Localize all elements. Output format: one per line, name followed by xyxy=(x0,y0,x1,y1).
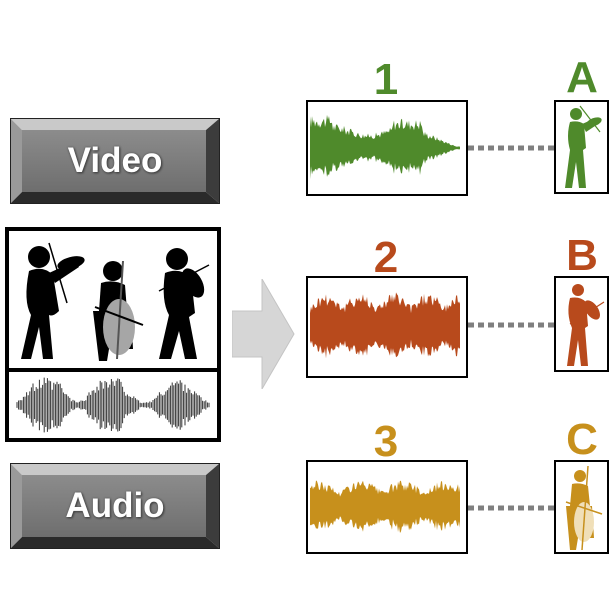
violinist-a-icon xyxy=(565,105,602,188)
source-b-thumbnail xyxy=(554,276,609,372)
source-2-waveform-frame xyxy=(306,276,468,378)
mixture-waveform-strokes xyxy=(16,377,210,433)
mixture-waveform-frame xyxy=(5,368,221,442)
source-1-waveform-frame xyxy=(306,100,468,196)
source-3-waveform xyxy=(310,480,460,533)
source-number-2: 2 xyxy=(373,233,399,282)
waveform-shape-3 xyxy=(310,480,460,533)
source-letter-c: C xyxy=(566,415,598,464)
musicians-silhouette-image xyxy=(21,242,210,361)
video-button[interactable]: Video xyxy=(10,118,220,204)
source-letter-b: B xyxy=(566,231,598,280)
connector-3 xyxy=(468,505,554,511)
musicians-video-frame xyxy=(5,227,221,372)
audio-button-bevel xyxy=(10,463,220,549)
source-c-thumbnail xyxy=(554,460,609,554)
source-3-waveform-frame xyxy=(306,460,468,554)
waveform-shape-1 xyxy=(310,114,460,180)
source-a-thumbnail xyxy=(554,100,609,194)
cellist-c-icon xyxy=(565,465,603,551)
audio-button-label: Audio xyxy=(65,486,165,525)
cellist-icon xyxy=(93,260,144,361)
violinist-right-icon xyxy=(159,248,205,359)
violinist-b-icon xyxy=(567,284,605,366)
connector-2 xyxy=(468,322,554,328)
connector-1 xyxy=(468,145,554,151)
source-number-1: 1 xyxy=(373,55,399,104)
video-button-bevel xyxy=(10,118,220,204)
source-2-waveform xyxy=(310,292,460,359)
right-arrow-icon xyxy=(232,279,295,389)
video-button-label: Video xyxy=(67,141,163,180)
waveform-shape-2 xyxy=(310,292,460,359)
source-number-3: 3 xyxy=(373,417,399,466)
source-1-waveform xyxy=(310,114,460,180)
source-letter-a: A xyxy=(566,53,598,102)
violinist-left-icon xyxy=(21,246,85,359)
mixture-waveform xyxy=(16,377,210,433)
audio-button[interactable]: Audio xyxy=(10,463,220,549)
